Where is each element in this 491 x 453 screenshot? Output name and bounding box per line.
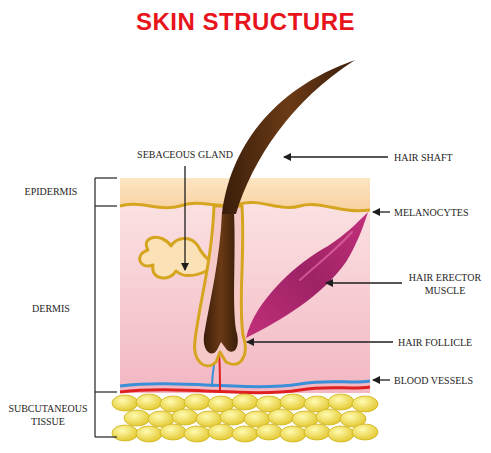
layer-label: SUBCUTANEOUS TISSUE [4, 402, 92, 428]
layer-label: DERMIS [10, 302, 92, 315]
part-label: HAIR SHAFT [394, 151, 486, 164]
part-label: HAIR FOLLICLE [398, 336, 488, 349]
part-label: HAIR ERECTOR MUSCLE [406, 271, 484, 297]
sebaceous-gland [140, 237, 212, 278]
erector-muscle [246, 212, 368, 338]
part-label: SEBACEOUS GLAND [128, 148, 242, 161]
hair-follicle [195, 206, 246, 366]
dermis-layer [120, 195, 370, 393]
vein [120, 381, 370, 387]
layer-label: EPIDERMIS [10, 185, 92, 198]
part-label: BLOOD VESSELS [394, 374, 489, 387]
fat-cells [112, 394, 378, 442]
layer-bracket [95, 178, 117, 437]
hair-root [204, 212, 238, 354]
part-label: MELANOCYTES [394, 206, 486, 219]
muscle-highlight [300, 232, 352, 280]
hair-shaft [222, 60, 355, 214]
diagram-title: SKIN STRUCTURE [0, 8, 491, 36]
leader-arrows [185, 157, 402, 380]
basal-line [120, 202, 370, 210]
artery [120, 387, 370, 393]
